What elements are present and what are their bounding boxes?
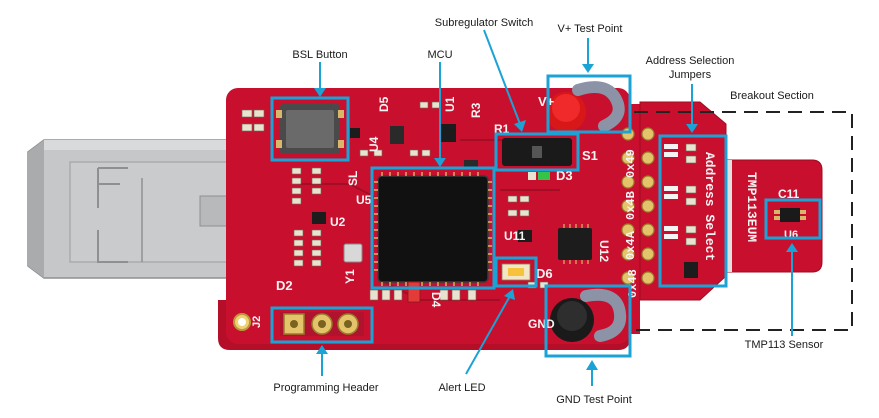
silk-u5: U5 <box>356 193 372 207</box>
silk-address-select: Address Select <box>702 152 717 261</box>
silk-d6: D6 <box>536 266 553 281</box>
label-mcu: MCU <box>427 49 452 61</box>
label-programming-header: Programming Header <box>273 382 378 394</box>
highlight-subregulator-switch <box>494 132 580 172</box>
silk-u11: U11 <box>504 229 526 243</box>
label-bsl-button: BSL Button <box>292 49 347 61</box>
label-v-plus-test-point: V+ Test Point <box>558 23 623 35</box>
silk-d3: D3 <box>556 168 573 183</box>
highlight-address-jumpers <box>658 134 728 288</box>
silk-u2: U2 <box>330 215 346 229</box>
label-gnd-test-point: GND Test Point <box>556 394 632 406</box>
highlight-bsl-button <box>270 96 350 162</box>
label-tmp113-sensor: TMP113 Sensor <box>745 339 824 351</box>
callout-labels: BSL Button MCU Subregulator Switch V+ Te… <box>273 17 823 406</box>
highlight-programming-header <box>270 306 374 344</box>
silk-d4: D4 <box>429 292 443 308</box>
silk-j2: J2 <box>251 316 263 328</box>
silk-vplus: V+ <box>538 94 555 109</box>
silk-y1: Y1 <box>343 269 357 284</box>
silk-s1: S1 <box>582 148 598 163</box>
label-address-selection: Address Selection <box>646 55 735 67</box>
silk-u1: U1 <box>443 96 457 112</box>
silk-addr-0x48: 0x48 <box>626 269 640 298</box>
silkscreen-labels: D5 U1 R3 U4 R1 S1 SL U5 U2 Y1 D2 D3 U11 … <box>251 94 800 331</box>
silk-r3: R3 <box>469 102 483 118</box>
highlight-v-plus-test-point <box>546 74 632 134</box>
silk-u4: U4 <box>367 136 381 152</box>
silk-d2: D2 <box>276 278 293 293</box>
label-jumpers: Jumpers <box>669 69 712 81</box>
callout-arrows <box>314 29 798 386</box>
highlight-mcu <box>370 166 496 290</box>
silk-addr-0x4a: 0x4A <box>624 230 638 260</box>
silk-u12: U12 <box>597 240 611 262</box>
highlight-boxes <box>270 74 853 358</box>
highlight-gnd-test-point <box>544 284 632 358</box>
silk-addr-0x49: 0x49 <box>624 149 638 178</box>
silk-sl: SL <box>346 171 360 186</box>
label-breakout-section: Breakout Section <box>730 90 814 102</box>
silk-board-name: TMP113EUM <box>744 172 759 242</box>
silk-addr-0x4b: 0x4B <box>624 191 638 220</box>
label-subregulator-switch: Subregulator Switch <box>435 17 533 29</box>
highlight-tmp113-sensor <box>764 198 822 240</box>
label-alert-led: Alert LED <box>438 382 485 394</box>
silk-gnd: GND <box>528 317 555 331</box>
silk-d5: D5 <box>377 96 391 112</box>
silk-c11: C11 <box>778 187 800 201</box>
highlight-alert-led <box>494 256 538 288</box>
